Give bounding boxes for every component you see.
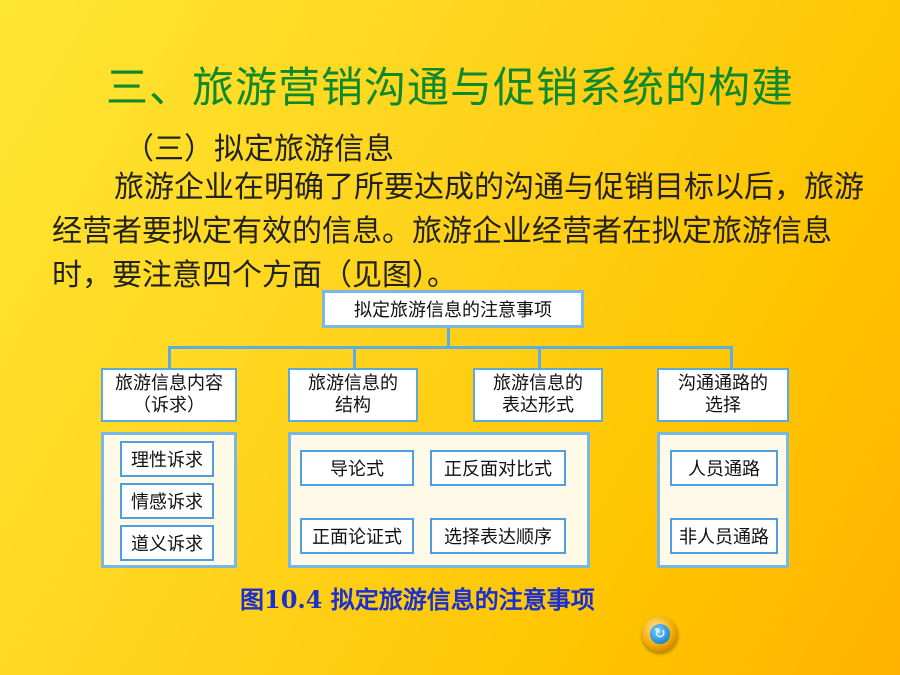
category-label-line1: 旅游信息内容 (115, 373, 223, 394)
category-box-content: 旅游信息内容 （诉求） (101, 368, 237, 422)
item-positive-argument: 正面论证式 (300, 518, 414, 554)
connector-cat-1 (168, 346, 171, 368)
item-moral-appeal: 道义诉求 (120, 525, 214, 561)
item-introductory: 导论式 (300, 450, 414, 486)
category-label-line2: 结构 (335, 395, 371, 416)
category-label-line2: 表达形式 (502, 395, 574, 416)
body-paragraph: 旅游企业在明确了所要达成的沟通与促销目标以后，旅游经营者要拟定有效的信息。旅游企… (52, 170, 864, 293)
item-group-content (101, 432, 237, 568)
category-box-structure: 旅游信息的 结构 (288, 368, 418, 422)
item-nonpersonal-channel: 非人员通路 (670, 518, 778, 554)
category-label-line1: 沟通通路的 (678, 373, 768, 394)
connector-cat-4 (730, 346, 733, 368)
item-contrast: 正反面对比式 (430, 450, 566, 486)
category-box-channel: 沟通通路的 选择 (657, 368, 789, 422)
category-label-line2: （诉求） (133, 395, 205, 416)
figure-caption: 图10.4 拟定旅游信息的注意事项 (240, 585, 595, 614)
connector-horizontal (168, 346, 733, 349)
item-personal-channel: 人员通路 (670, 450, 778, 486)
connector-cat-3 (538, 346, 541, 368)
category-label-line1: 旅游信息的 (308, 373, 398, 394)
connector-root-down (447, 328, 450, 348)
category-label-line1: 旅游信息的 (493, 373, 583, 394)
category-box-form: 旅游信息的 表达形式 (473, 368, 603, 422)
item-choose-order: 选择表达顺序 (430, 518, 566, 554)
category-label-line2: 选择 (705, 395, 741, 416)
connector-cat-2 (353, 346, 356, 368)
item-emotional-appeal: 情感诉求 (120, 483, 214, 519)
return-icon[interactable]: ↻ (642, 616, 678, 652)
section-subtitle: （三）拟定旅游信息 (124, 132, 394, 167)
item-group-structure (288, 432, 590, 568)
page-title: 三、旅游营销沟通与促销系统的构建 (105, 63, 794, 112)
item-rational-appeal: 理性诉求 (120, 441, 214, 477)
item-group-channel (657, 432, 789, 568)
return-icon-inner: ↻ (650, 624, 670, 644)
